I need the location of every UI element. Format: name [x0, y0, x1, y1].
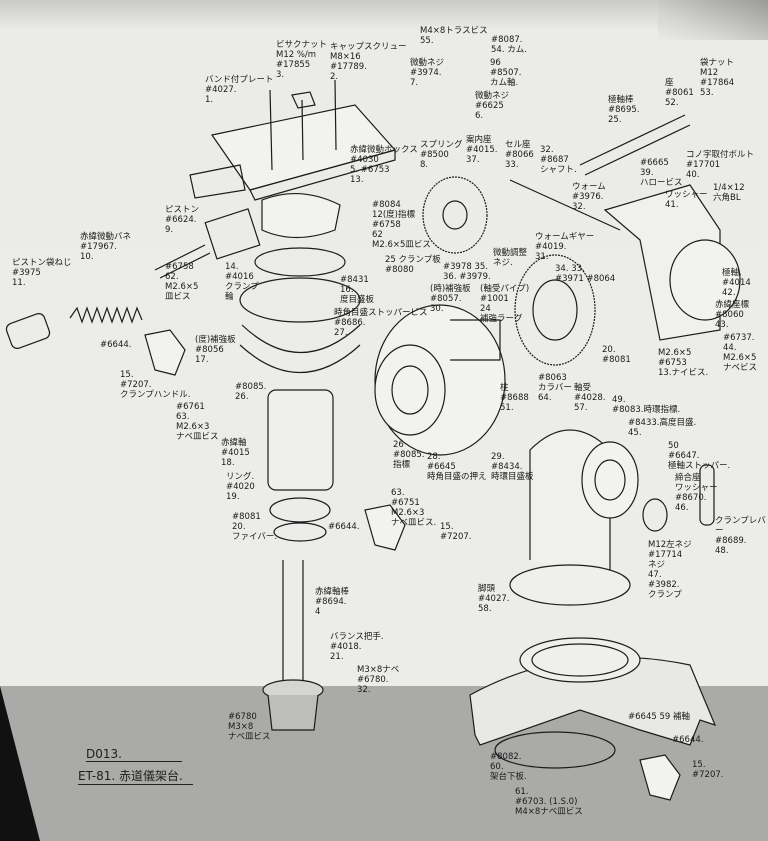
spring-piston-part: [5, 244, 211, 349]
part-callout-label: #8084 12(度)指標 #6758 62 M2.6×5皿ビス: [372, 200, 431, 250]
part-callout-label: 63. #6751 M2.6×3 ナベ皿ビス.: [391, 488, 437, 528]
part-callout-label: 柱 #8688 51.: [500, 383, 529, 413]
part-callout-label: #6761 63. M2.6×3 ナベ皿ビス: [176, 402, 219, 442]
part-callout-label: #6737. 44. M2.6×5 ナベビス: [723, 333, 758, 373]
part-callout-label: #6758 62. M2.6×5 皿ビス: [165, 262, 199, 302]
part-callout-label: 微動ネジ #3974. 7.: [410, 58, 445, 88]
part-callout-label: #8431 16. 度目盛板: [340, 275, 375, 305]
part-callout-label: 案内座 #4015. 37.: [466, 135, 498, 165]
part-callout-label: 25 クランプ板 #8080: [385, 255, 441, 275]
tripod-head-part: [469, 637, 717, 769]
part-callout-label: リング. #4020 19.: [226, 472, 255, 502]
fork-mount-part: [509, 429, 715, 606]
part-callout-label: M2.6×5 #6753 13.ナイビス.: [658, 348, 709, 378]
part-callout-label: #6645 59 補軸: [628, 712, 690, 722]
part-callout-label: 袋ナット M12 #17864 53.: [700, 58, 735, 98]
page-corner-shadow: [658, 0, 768, 40]
part-callout-label: 1/4×12 六角BL: [713, 183, 745, 203]
part-callout-label: ビサクナット M12 %/m #17855 3.: [276, 40, 328, 80]
part-callout-label: バンド付プレート #4027. 1.: [205, 75, 274, 105]
part-callout-label: 微動ネジ #6625 6.: [475, 91, 510, 121]
dec-housing-part: [204, 193, 361, 542]
part-callout-label: 脚頭 #4027. 58.: [478, 584, 510, 614]
part-callout-label: 赤緯座標 #8060 43.: [715, 300, 750, 330]
part-callout-label: 極軸棒 #8695. 25.: [608, 95, 640, 125]
part-callout-label: M3×8ナベ #6780. 32.: [357, 665, 400, 695]
part-callout-label: #6644.: [672, 735, 704, 745]
part-callout-label: (度)補強板 #8056 17.: [195, 335, 236, 365]
part-callout-label: #8081 20. ファイバー.: [232, 512, 278, 542]
part-callout-label: ピストン袋ねじ #3975 11.: [12, 258, 72, 288]
part-callout-label: 96 #8507. カム軸.: [490, 58, 522, 88]
part-callout-label: 14. #4016 クランプ 輪: [225, 262, 259, 302]
part-callout-label: セル座 #8066 33.: [505, 140, 534, 170]
part-callout-label: 32. #8687 シャフト.: [540, 145, 577, 175]
part-callout-label: 時角目盛ストッパービス #8686. 27.: [334, 308, 428, 338]
part-callout-label: 座 #8061 52.: [665, 78, 694, 108]
part-callout-label: 15. #7207.: [440, 522, 472, 542]
part-callout-label: ワッシャー 41.: [665, 190, 708, 210]
dec-shaft-part: [262, 560, 324, 731]
part-callout-label: #8082. 60. 架台下板.: [490, 752, 527, 782]
band-plate-part: [189, 79, 397, 201]
part-callout-label: 15. #7207.: [692, 760, 724, 780]
part-callout-label: M4×8トラスビス 55.: [420, 26, 488, 46]
part-callout-label: キャップスクリュー M8×16 #17789. 2.: [330, 42, 407, 82]
drawing-code: D013.: [86, 747, 182, 762]
gear-part: [422, 176, 488, 254]
part-callout-label: ウォームギヤー #4019. 31.: [535, 232, 595, 262]
part-callout-label: スプリング #8500 8.: [420, 140, 463, 170]
part-callout-label: (時)補強板 #8057. 30.: [430, 284, 471, 314]
part-callout-label: 極軸. #4014 42.: [722, 268, 751, 298]
part-callout-label: #6644.: [100, 340, 132, 350]
part-callout-label: (軸受パイプ) #1001 24 補強ラーグ: [480, 284, 530, 324]
part-callout-label: 15. #7207. クランプハンドル.: [120, 370, 191, 400]
dark-edge: [0, 686, 40, 841]
part-callout-label: 締合座 ワッシャー #8670. 46.: [675, 473, 718, 513]
part-callout-label: 34. 33. #3971 #8064: [555, 264, 616, 284]
clamp-handle-part: [144, 329, 681, 801]
drawing-title: ET-81. 赤道儀架台.: [78, 767, 193, 785]
part-callout-label: 微動調整 ネジ.: [493, 248, 528, 268]
part-callout-label: 赤緯軸棒 #8694. 4: [315, 587, 350, 617]
part-callout-label: ウォーム #3976. 32.: [572, 182, 606, 212]
part-callout-label: #6665 39. ハロービス: [640, 158, 683, 188]
part-callout-label: #3978 35. 36. #3979.: [443, 262, 491, 282]
part-callout-label: 29. #8434. 時環目盛板: [491, 452, 534, 482]
part-callout-label: #8087. 54. カム.: [491, 35, 527, 55]
part-callout-label: コノ字取付ボルト #17701 40.: [686, 150, 755, 180]
part-callout-label: 26 #8085. 指標: [393, 440, 425, 470]
part-callout-label: #6644.: [328, 522, 360, 532]
part-callout-label: #6780 M3×8 ナベ皿ビス: [228, 712, 271, 742]
hour-circle-part: [374, 304, 506, 456]
part-callout-label: M12左ネジ #17714 ネジ 47. #3982. クランプ: [648, 540, 692, 600]
part-callout-label: バランス把手. #4018. 21.: [330, 632, 384, 662]
part-callout-label: 20. #8081: [602, 345, 631, 365]
part-callout-label: 軸受 #4028. 57.: [574, 383, 606, 413]
part-callout-label: #8433.高度目盛. 45.: [628, 418, 697, 438]
part-callout-label: 赤緯微動ボックス #4030 5. #6753 13.: [350, 145, 418, 185]
part-callout-label: 赤緯軸 #4015 18.: [221, 438, 250, 468]
part-callout-label: 50 #6647. 極軸ストッパー.: [668, 441, 731, 471]
part-callout-label: #8085. 26.: [235, 382, 267, 402]
part-callout-label: クランプレバー #8689. 48.: [715, 516, 766, 556]
part-callout-label: 49. #8083.時環指標.: [612, 395, 681, 415]
polar-axis-part: [509, 114, 741, 366]
part-callout-label: #8063 カラバー 64.: [538, 373, 572, 403]
part-callout-label: 赤緯微動バネ #17967. 10.: [80, 232, 132, 262]
part-callout-label: ピストン #6624. 9.: [165, 205, 200, 235]
part-callout-label: 28. #6645 時角目盛の押え: [427, 452, 487, 482]
part-callout-label: 61. #6703. (1.S.0) M4×8ナベ皿ビス: [515, 787, 583, 817]
